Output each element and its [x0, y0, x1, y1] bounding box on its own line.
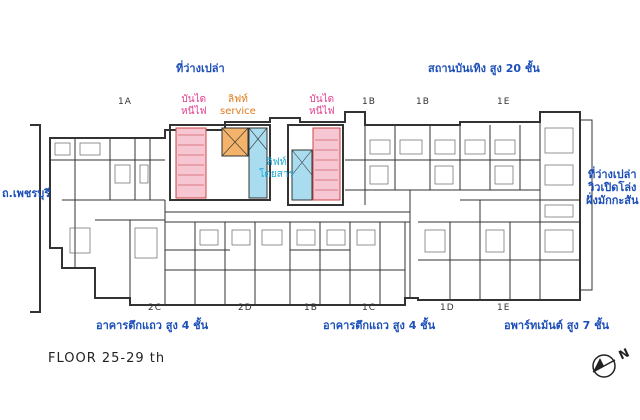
unit-label: 1A [118, 97, 132, 107]
unit-label: 1B [304, 303, 318, 313]
label-entertainment: สถานบันเทิง สูง 20 ชั้น [428, 62, 540, 75]
unit-label: 1E [497, 97, 511, 107]
passenger-lift-area-2 [291, 149, 313, 201]
label-fire-stair-2: บันได หนีไฟ [309, 94, 335, 117]
passenger-lift-area-1 [248, 127, 268, 199]
fire-stair-1-area [175, 127, 207, 199]
label-rowhouse-mid: อาคารตึกแถว สูง 4 ชั้น [323, 319, 436, 332]
unit-label: 1E [497, 303, 511, 313]
floor-label: FLOOR 25-29 th [48, 351, 166, 366]
unit-label: 2D [238, 303, 253, 313]
label-fire-stair-1: บันได หนีไฟ [181, 94, 207, 117]
label-right-open-space: ที่ว่างเปล่า วิวเปิดโล่ง ฝั่งมักกะสัน [586, 168, 639, 207]
label-road: ถ.เพชรบุรี [2, 187, 51, 200]
unit-label: 1B [362, 97, 376, 107]
unit-label: 2C [148, 303, 163, 313]
unit-label: 1C [362, 303, 377, 313]
fire-stair-2-area [312, 127, 341, 201]
label-apartment: อพาร์ทเม้นต์ สูง 7 ชั้น [504, 319, 610, 332]
unit-label: 1B [416, 97, 430, 107]
unit-label: 1D [440, 303, 455, 313]
north-compass-icon [592, 354, 616, 378]
label-service-lift: ลิฟท์ service [220, 94, 256, 117]
label-passenger-lift: ลิฟท์ โดยสาร [259, 157, 294, 180]
label-top-open-space: ที่ว่างเปล่า [176, 62, 225, 75]
label-rowhouse-left: อาคารตึกแถว สูง 4 ชั้น [96, 319, 209, 332]
